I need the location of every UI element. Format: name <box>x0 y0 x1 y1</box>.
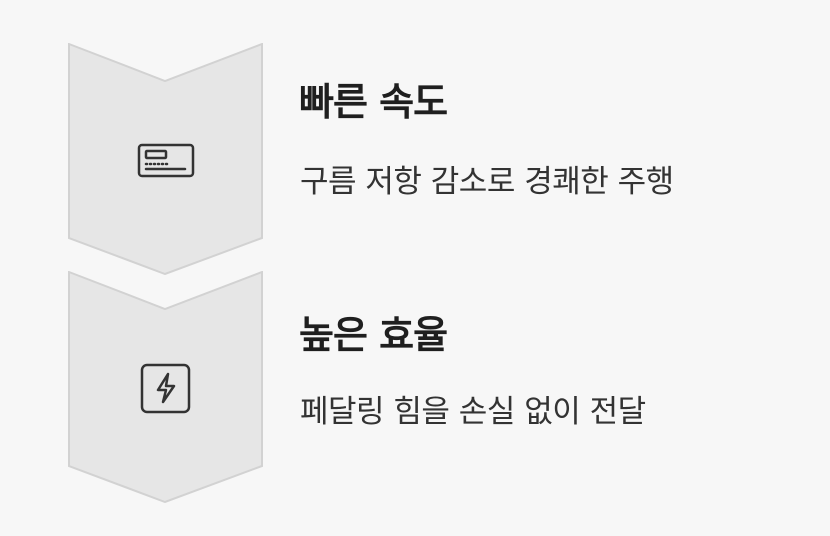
cycle-computer-icon <box>137 133 195 191</box>
lightning-bolt-icon <box>137 359 195 417</box>
feature-title: 빠른 속도 <box>299 80 448 124</box>
feature-description: 페달링 힘을 손실 없이 전달 <box>300 394 646 430</box>
feature-speed: 빠른 속도 구름 저항 감소로 경쾌한 주행 <box>0 43 830 275</box>
feature-description: 구름 저항 감소로 경쾌한 주행 <box>300 164 674 200</box>
feature-efficiency: 높은 효율 페달링 힘을 손실 없이 전달 <box>0 271 830 503</box>
feature-title: 높은 효율 <box>299 313 448 357</box>
